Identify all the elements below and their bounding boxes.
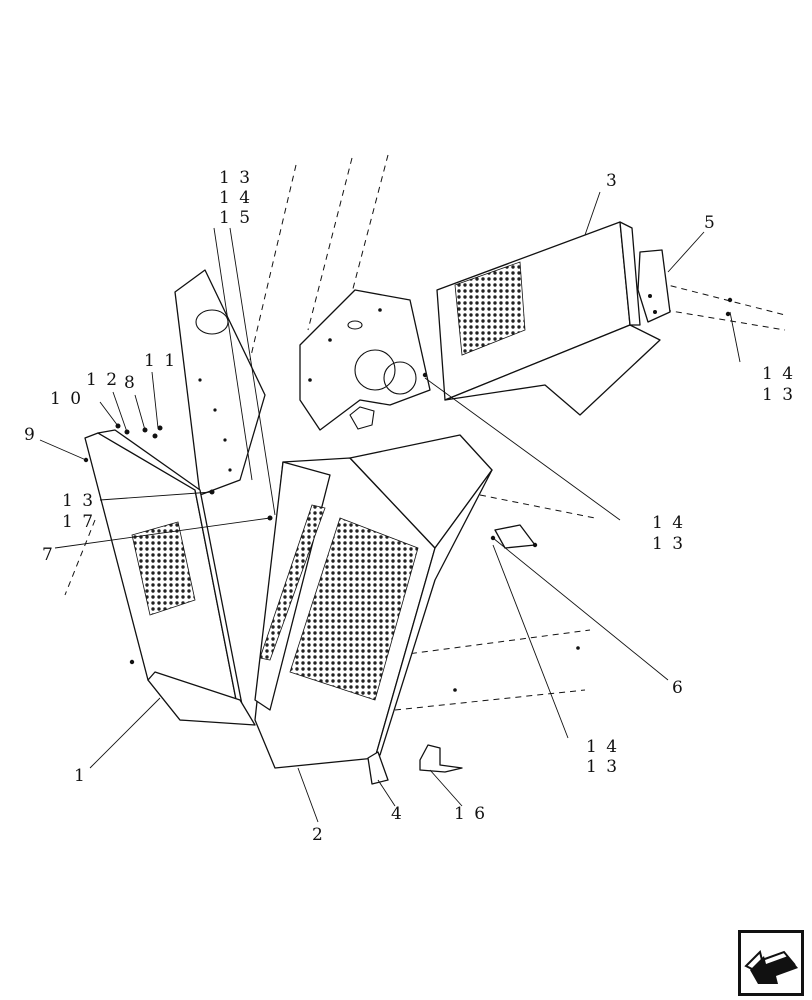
callout-8: 8 (124, 373, 137, 393)
callout-14c: 1 4 (762, 364, 795, 384)
callout-14e: 1 4 (586, 737, 619, 757)
callout-13a: 1 3 (219, 168, 252, 188)
lower-brackets (367, 524, 580, 785)
callout-13d: 1 3 (652, 534, 685, 554)
main-hood-part-2 (254, 434, 493, 769)
callout-2: 2 (312, 825, 325, 845)
callout-13c: 1 3 (762, 385, 795, 405)
callout-14d: 1 4 (652, 513, 685, 533)
callout-13b: 1 3 (62, 491, 95, 511)
upper-hood-part-3 (436, 221, 661, 416)
bracket-part-5 (637, 249, 733, 323)
callout-12: 1 2 (86, 370, 119, 390)
callout-labels: 1 3 1 4 1 5 3 5 1 1 1 2 8 1 0 9 1 4 1 3 … (24, 168, 795, 845)
callout-14a: 1 4 (219, 188, 252, 208)
callout-6: 6 (672, 678, 685, 698)
callout-9: 9 (24, 425, 37, 445)
callout-17b: 1 7 (62, 512, 95, 532)
support-arm (174, 269, 266, 496)
callout-1: 1 (74, 766, 87, 786)
callout-10: 1 0 (50, 389, 83, 409)
previous-page-button[interactable] (738, 930, 804, 996)
callout-15a: 1 5 (219, 208, 252, 228)
callout-4: 4 (391, 804, 404, 824)
callout-16: 1 6 (454, 804, 487, 824)
callout-11: 1 1 (144, 351, 177, 371)
callout-13e: 1 3 (586, 757, 619, 777)
leader-lines (39, 191, 741, 823)
previous-page-arrow-icon (738, 930, 804, 996)
frame-plate (299, 289, 431, 431)
callout-3: 3 (606, 171, 619, 191)
side-shield-part-1 (83, 429, 256, 726)
callout-7: 7 (42, 545, 55, 565)
callout-5: 5 (704, 213, 717, 233)
